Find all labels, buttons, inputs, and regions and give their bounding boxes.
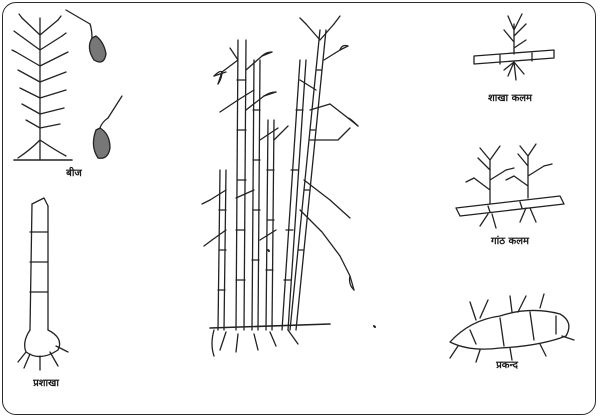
node-cutting-drawing [456,144,564,228]
node-cutting-label: गांठ कलम [491,233,529,247]
seed-grain-lower [93,96,122,158]
branch-cutting-label: शाखा कलम [488,90,532,104]
branch-cutting-drawing [474,14,554,80]
seed-grain-upper [66,10,106,62]
offset-culm-drawing [18,198,68,370]
rhizome-drawing [450,294,574,362]
seed-label: बीज [66,165,82,179]
inflorescence-drawing [12,14,72,160]
offset-label: प्रशाखा [33,375,59,389]
bamboo-clump-drawing [202,16,358,356]
rhizome-label: प्रकन्द [496,357,518,371]
